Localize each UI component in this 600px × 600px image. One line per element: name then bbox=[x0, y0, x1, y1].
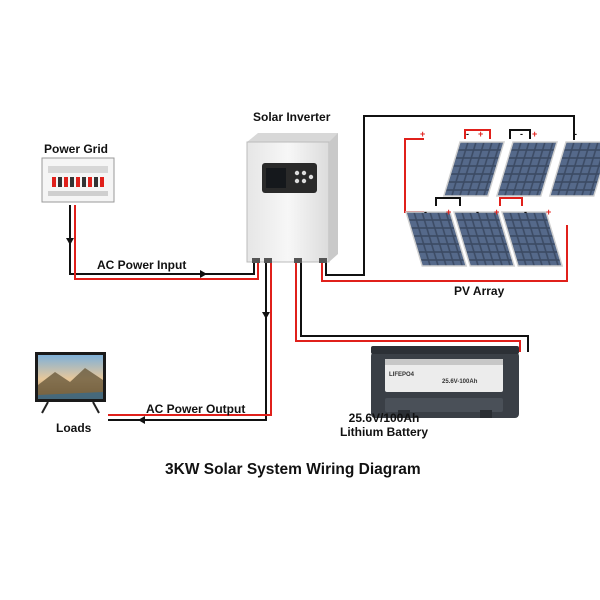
terminal-minus: - bbox=[424, 207, 427, 217]
terminal-minus: - bbox=[466, 129, 469, 139]
pv-array-label: PV Array bbox=[454, 284, 505, 298]
breaker-switches bbox=[52, 177, 104, 187]
pv-array: + - + - + - - + - + - + bbox=[405, 129, 600, 267]
terminal-minus: - bbox=[476, 207, 479, 217]
terminal-minus: - bbox=[520, 129, 523, 139]
solar-inverter-label: Solar Inverter bbox=[253, 110, 331, 124]
arrow-output-left bbox=[138, 416, 145, 424]
flow-arrows bbox=[66, 238, 270, 424]
panel-terminal-signs: + - + - + - - + - + - + bbox=[420, 129, 577, 217]
solar-panel bbox=[405, 211, 468, 267]
inverter-screen bbox=[266, 168, 286, 188]
solar-panel bbox=[453, 211, 516, 267]
battery-spec-line1: 25.6V/100Ah bbox=[348, 411, 420, 425]
wire-inverter-to-pv bbox=[321, 115, 575, 282]
battery-brand-label: LIFEPO4 bbox=[389, 372, 415, 378]
terminal-plus: + bbox=[446, 207, 451, 217]
terminal-plus: + bbox=[546, 207, 551, 217]
solar-panel bbox=[442, 141, 505, 197]
terminal-plus: + bbox=[494, 207, 499, 217]
solar-panel bbox=[495, 141, 558, 197]
battery-spec-line2: Lithium Battery bbox=[339, 425, 428, 439]
wire-inverter-to-loads bbox=[108, 262, 272, 421]
arrow-grid-down bbox=[66, 238, 74, 245]
terminal-plus: + bbox=[532, 129, 537, 139]
lithium-battery: LIFEPO4 25.6V-100Ah bbox=[371, 346, 519, 418]
battery-model-label: 25.6V-100Ah bbox=[442, 379, 478, 385]
terminal-minus: - bbox=[574, 129, 577, 139]
tv-icon bbox=[35, 352, 106, 414]
terminal-plus: + bbox=[420, 129, 425, 139]
solar-inverter bbox=[246, 133, 338, 263]
wire-inverter-to-battery bbox=[295, 262, 529, 352]
loads-label: Loads bbox=[56, 421, 92, 435]
ac-power-input-label: AC Power Input bbox=[97, 258, 187, 272]
arrow-output-down bbox=[262, 312, 270, 319]
arrow-input-right bbox=[200, 270, 207, 278]
solar-panel bbox=[548, 141, 600, 197]
diagram-title: 3KW Solar System Wiring Diagram bbox=[165, 461, 421, 478]
terminal-plus: + bbox=[478, 129, 483, 139]
terminal-minus: - bbox=[524, 207, 527, 217]
ac-power-output-label: AC Power Output bbox=[146, 402, 246, 416]
power-grid-label: Power Grid bbox=[44, 142, 109, 156]
power-grid-breaker-box bbox=[41, 157, 115, 203]
solar-panel bbox=[501, 211, 564, 267]
